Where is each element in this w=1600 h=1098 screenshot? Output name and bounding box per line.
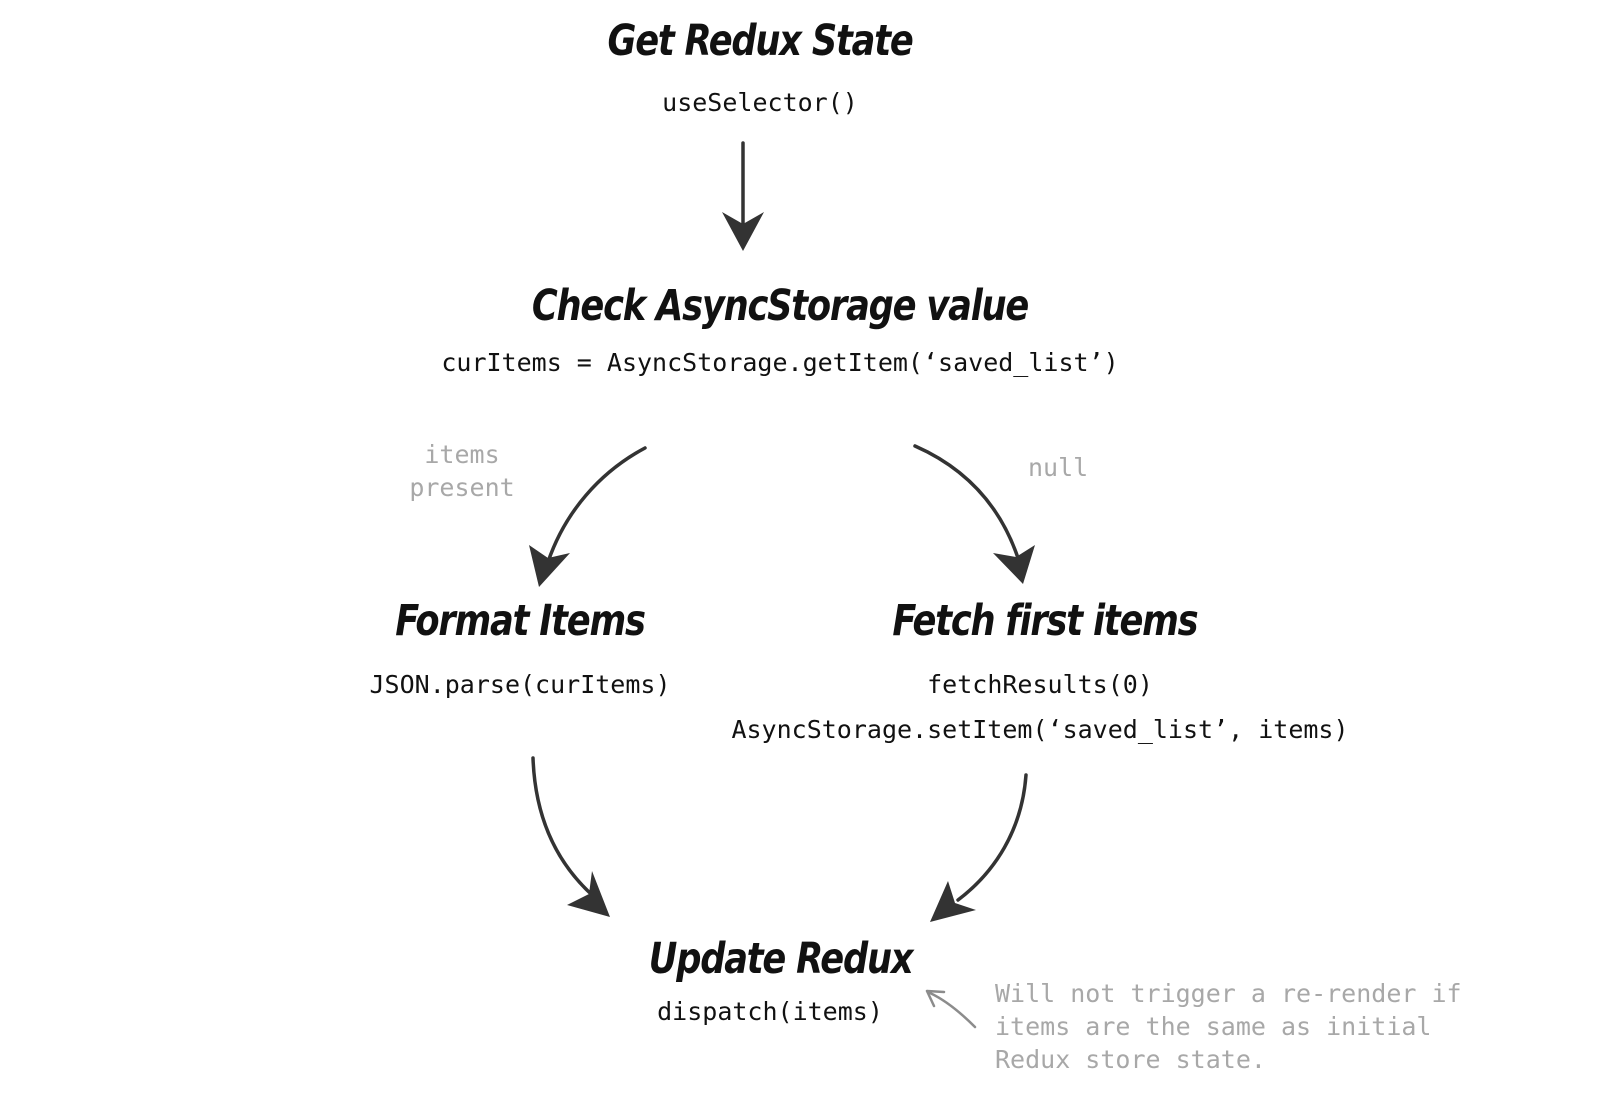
arrow-storage-to-fetch: [913, 444, 1035, 584]
edge-label-items-present-line1: items: [424, 440, 500, 469]
node-get-state-code: useSelector(): [662, 88, 858, 117]
edge-label-items-present: items present: [392, 438, 532, 504]
note-pointer-arrow: [925, 989, 977, 1029]
arrow-storage-to-format: [529, 446, 647, 587]
node-format-items-title: Format Items: [395, 596, 646, 646]
side-note-line2: items are the same as initial: [995, 1012, 1432, 1041]
arrow-format-to-update: [531, 756, 610, 917]
node-check-storage-title: Check AsyncStorage value: [531, 281, 1029, 331]
side-note-line3: Redux store state.: [995, 1045, 1266, 1074]
node-fetch-items-title: Fetch first items: [892, 596, 1198, 646]
side-note: Will not trigger a re-render if items ar…: [995, 977, 1462, 1076]
edge-label-null: null: [1028, 453, 1089, 482]
node-check-storage-code: curItems = AsyncStorage.getItem(‘saved_l…: [441, 348, 1119, 377]
node-update-redux-code: dispatch(items): [657, 997, 883, 1026]
node-get-state-title: Get Redux State: [607, 16, 913, 66]
node-format-items-code: JSON.parse(curItems): [369, 670, 671, 699]
arrow-state-to-storage: [722, 141, 764, 251]
node-fetch-items-code-line2: AsyncStorage.setItem(‘saved_list’, items…: [731, 715, 1349, 744]
node-fetch-items-code-line1: fetchResults(0): [927, 670, 1153, 699]
node-update-redux-title: Update Redux: [648, 934, 914, 984]
side-note-line1: Will not trigger a re-render if: [995, 979, 1462, 1008]
edge-label-items-present-line2: present: [409, 473, 515, 502]
arrow-fetch-to-update: [930, 773, 1028, 922]
